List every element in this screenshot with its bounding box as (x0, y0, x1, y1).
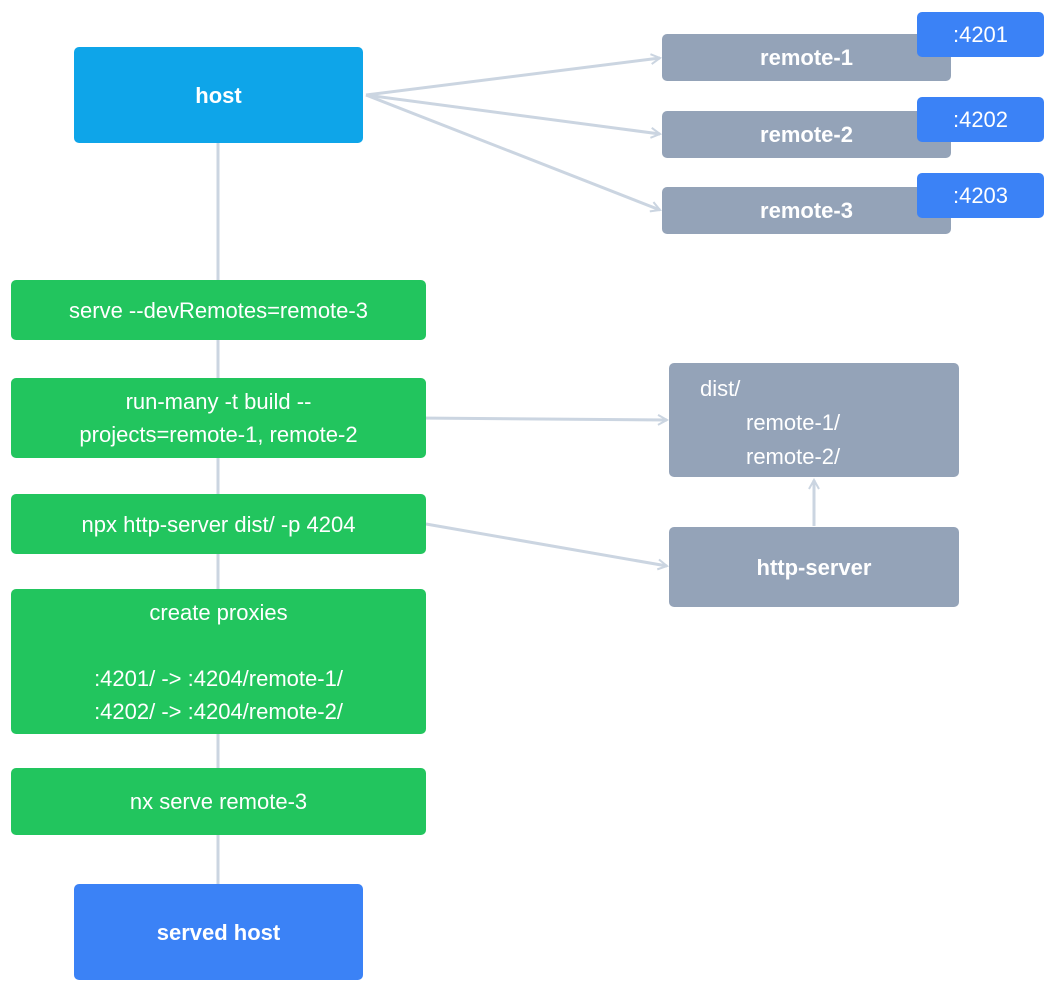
port-badge-4202: :4202 (917, 97, 1044, 142)
create-proxies-step: create proxies :4201/ -> :4204/remote-1/… (11, 589, 426, 734)
served-host-node: served host (74, 884, 363, 980)
edge-host-to-remote-2 (365, 93, 660, 134)
dist-root-label: dist/ (700, 376, 741, 401)
http-server-node: http-server (669, 527, 959, 607)
edge-host-to-remote-1 (365, 58, 660, 97)
edge-npx-to-http-server (425, 522, 667, 566)
dist-item-remote-2: remote-2/ (746, 444, 841, 469)
host-node: host (74, 47, 363, 143)
serve-step: serve --devRemotes=remote-3 (11, 280, 426, 340)
nx-serve-step: nx serve remote-3 (11, 768, 426, 835)
port-badge-4203: :4203 (917, 173, 1044, 218)
remote-1-node: remote-1 (662, 34, 951, 81)
dist-folder-node: dist/ remote-1/ remote-2/ (669, 363, 959, 477)
remote-2-node: remote-2 (662, 111, 951, 158)
npx-http-server-step: npx http-server dist/ -p 4204 (11, 494, 426, 554)
port-badge-4201: :4201 (917, 12, 1044, 57)
edge-build-to-dist (415, 418, 667, 420)
dist-item-remote-1: remote-1/ (746, 410, 841, 435)
edge-host-to-remote-3 (365, 93, 660, 210)
remote-3-node: remote-3 (662, 187, 951, 234)
run-many-step: run-many -t build -- projects=remote-1, … (11, 378, 426, 458)
